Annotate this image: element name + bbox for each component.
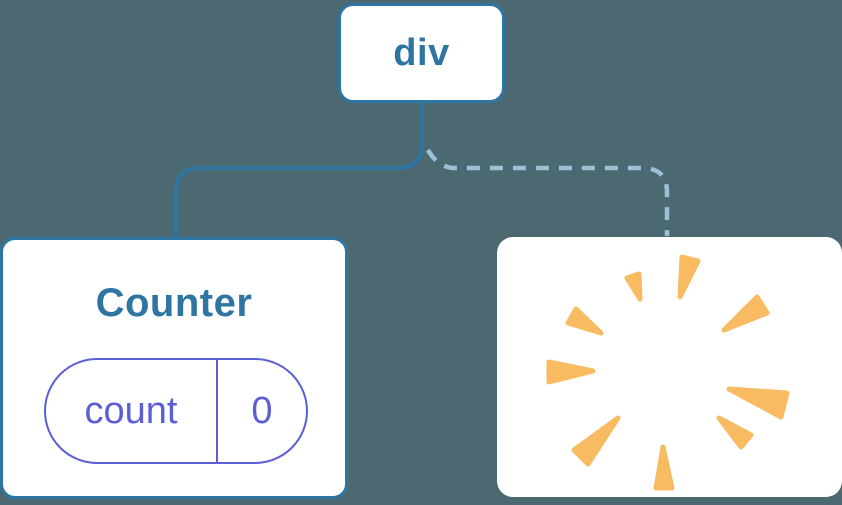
poof-icon xyxy=(546,254,790,491)
solid-link-line xyxy=(174,101,424,240)
state-key-label: count xyxy=(46,360,218,462)
dashed-link-line xyxy=(426,148,670,236)
node-removed xyxy=(497,237,842,497)
state-value-label: 0 xyxy=(251,389,273,432)
counter-title: Counter xyxy=(95,281,253,325)
node-div-label: div xyxy=(393,31,450,74)
node-counter: Counter count 0 xyxy=(0,237,348,499)
state-pill: count 0 xyxy=(44,358,308,464)
node-div: div xyxy=(338,3,505,103)
